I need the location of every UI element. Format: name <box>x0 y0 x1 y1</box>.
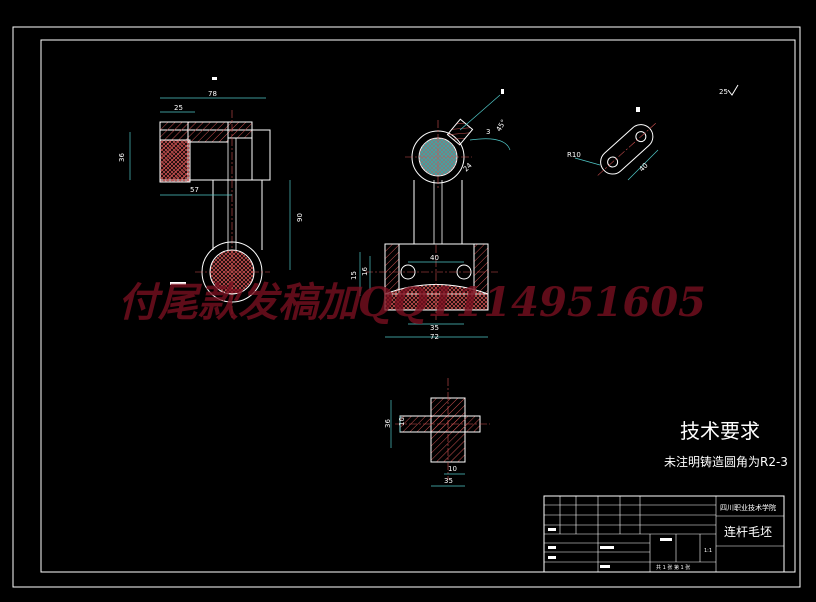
front-view: 78 25 36 57 90 <box>118 77 304 320</box>
dim-detail-r10: R10 <box>567 151 581 159</box>
dim-front-25: 25 <box>174 104 183 112</box>
part-name: 连杆毛坯 <box>724 524 772 539</box>
dim-sec-10h: 10 <box>448 465 457 473</box>
title-block: 四川职业技术学院 连杆毛坯 1:1 共 1 张 第 1 张 <box>543 495 785 573</box>
dim-front-90: 90 <box>296 213 304 222</box>
dim-side-35: 35 <box>430 324 439 332</box>
dim-side-45: 45° <box>495 118 508 133</box>
dim-detail-40: 40 <box>638 161 650 173</box>
requirements-heading: 技术要求 <box>680 419 760 443</box>
school-name: 四川职业技术学院 <box>720 503 776 512</box>
dim-side-72: 72 <box>430 333 439 341</box>
dim-front-top: 78 <box>208 90 217 98</box>
dim-side-16: 16 <box>361 267 369 276</box>
roughness-symbol: 25 <box>719 84 739 96</box>
scale-value: 1:1 <box>704 548 712 554</box>
dim-side-40: 40 <box>430 254 439 262</box>
dim-sec-10v: 10 <box>398 417 406 426</box>
dim-sec-36: 36 <box>384 419 392 428</box>
dim-front-57: 57 <box>190 186 199 194</box>
requirements-note: 未注明铸造圆角为R2-3 <box>664 454 788 469</box>
technical-requirements: 技术要求 未注明铸造圆角为R2-3 <box>664 419 788 469</box>
side-view: 3 45° 24 15 16 40 35 72 <box>350 89 511 341</box>
dim-sec-35: 35 <box>444 477 453 485</box>
dim-side-3: 3 <box>486 128 490 136</box>
dim-side-15: 15 <box>350 271 358 280</box>
roughness-value: 25 <box>719 88 728 96</box>
watermark-text: 付尾款发稿加QQ1114951605 <box>118 279 706 326</box>
section-view: 36 10 10 35 <box>384 378 490 487</box>
detail-view: R10 40 <box>567 107 659 181</box>
sheet-info: 共 1 张 第 1 张 <box>656 564 690 571</box>
sheet-border <box>12 26 801 588</box>
dim-front-h36: 36 <box>118 153 126 162</box>
